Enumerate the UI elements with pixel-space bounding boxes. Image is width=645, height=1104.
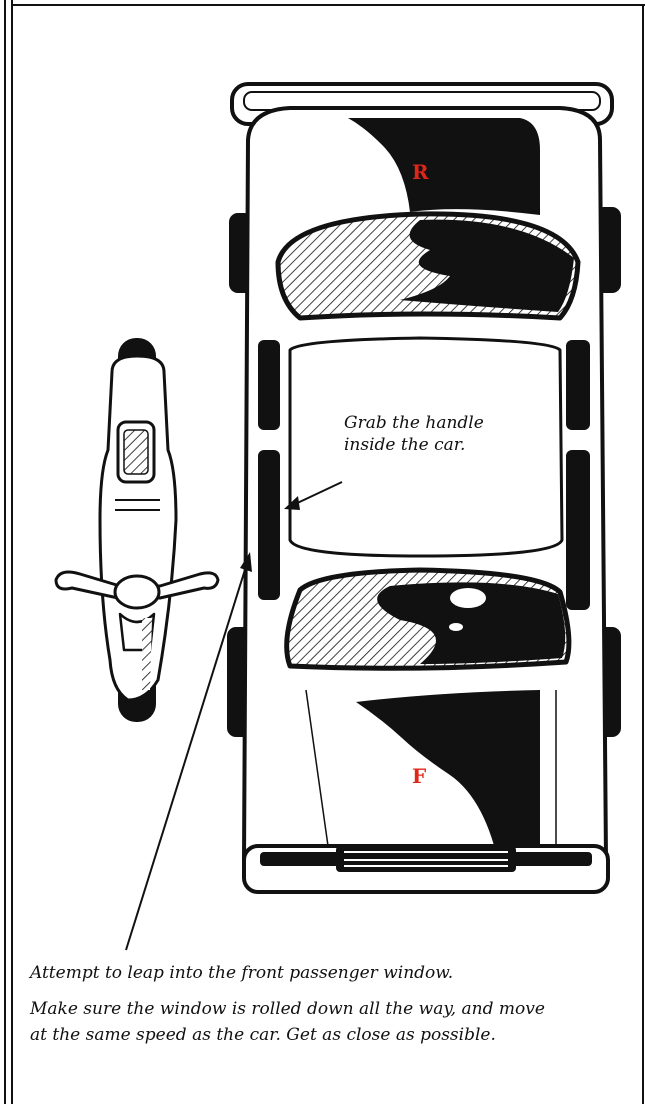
callout-line-2: inside the car. [344,434,484,456]
front-label: F [412,764,426,788]
motorcycle-top-view [56,338,218,722]
caption-detail-2: at the same speed as the car. Get as clo… [30,1022,620,1048]
callout-line-1: Grab the handle [344,412,484,434]
caption-main: Attempt to leap into the front passenger… [30,960,620,986]
callout-text: Grab the handle inside the car. [344,412,484,456]
rear-label: R [412,160,429,184]
caption-detail-1: Make sure the window is rolled down all … [30,996,620,1022]
